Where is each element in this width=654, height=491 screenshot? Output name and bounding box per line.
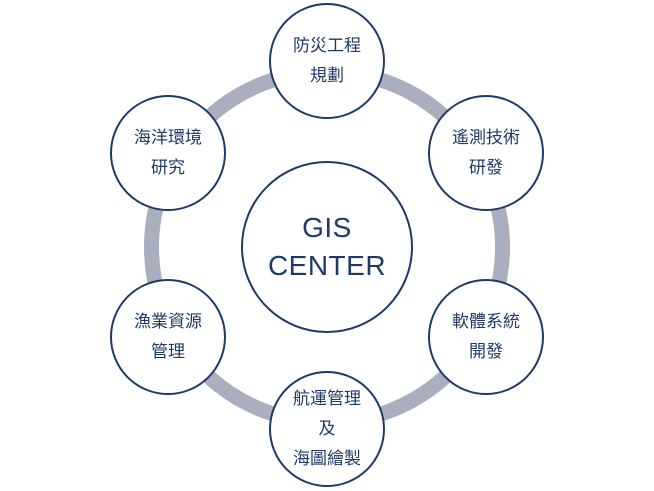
- node-label-line: 航運管理: [293, 389, 361, 409]
- node-label-line: 漁業資源: [134, 312, 202, 332]
- node-label-line: 防災工程: [293, 36, 361, 56]
- center-line-2: CENTER: [267, 250, 387, 281]
- node-label-line: 軟體系統: [452, 312, 520, 332]
- node-label-line: 開發: [469, 342, 503, 362]
- node-shipping-charting: 航運管理 及 海圖繪製: [269, 371, 385, 487]
- node-fishery-resources: 漁業資源 管理: [110, 279, 226, 395]
- node-label-line: 及: [318, 419, 336, 439]
- node-marine-environment: 海洋環境 研究: [110, 95, 226, 211]
- node-label-line: 規劃: [310, 66, 344, 86]
- center-line-1: GIS: [302, 212, 352, 243]
- node-label-line: 遙測技術: [452, 128, 520, 148]
- node-label-line: 研究: [151, 158, 185, 178]
- node-software-development: 軟體系統 開發: [428, 279, 544, 395]
- center-node-gis-center: GIS CENTER: [241, 161, 413, 333]
- node-label-line: 管理: [151, 342, 185, 362]
- node-remote-sensing: 遙測技術 研發: [428, 95, 544, 211]
- node-label-line: 研發: [469, 158, 503, 178]
- node-label-line: 海圖繪製: [293, 449, 361, 469]
- node-label-line: 海洋環境: [134, 128, 202, 148]
- node-disaster-prevention: 防災工程 規劃: [269, 3, 385, 119]
